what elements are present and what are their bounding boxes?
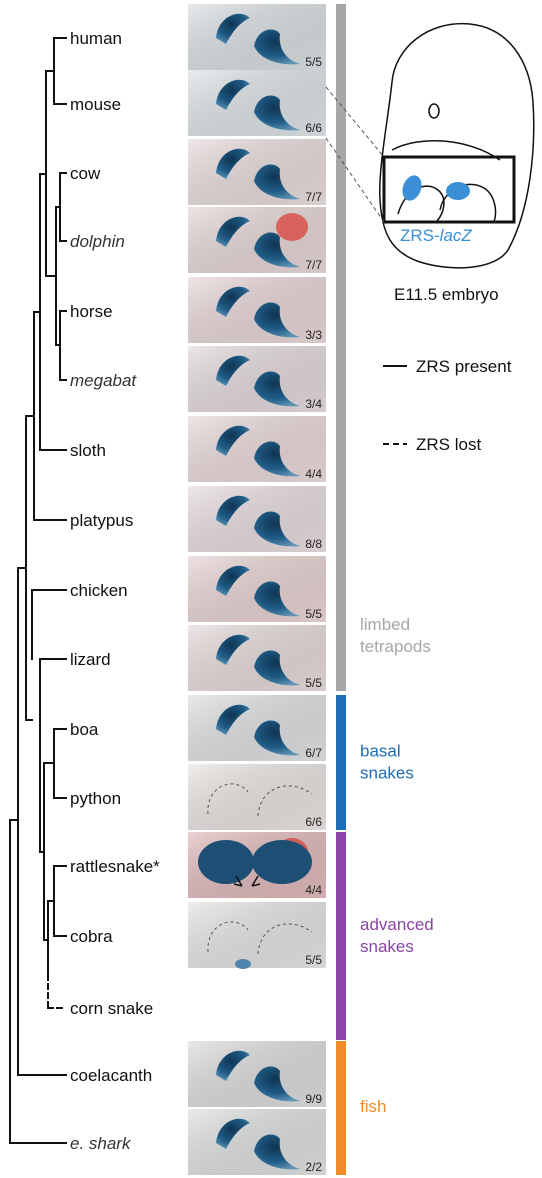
embryo-count-megabat: 3/4 (305, 397, 322, 411)
embryo-count-human: 5/5 (305, 55, 322, 69)
red-tissue-tint (276, 213, 308, 241)
species-label-cow: cow (70, 164, 101, 183)
embryo-count-chicken: 5/5 (305, 607, 322, 621)
photo-panel-e-shark: 2/2 (188, 1109, 326, 1175)
embryo-count-coelacanth: 9/9 (305, 1092, 322, 1106)
tree-branch-human-mouse (54, 38, 66, 104)
zoom-connector-bottom (326, 138, 384, 222)
embryo-count-cobra: 5/5 (305, 953, 322, 967)
embryo-count-sloth: 4/4 (305, 467, 322, 481)
embryo-count-boa: 6/7 (305, 746, 322, 760)
photo-panel-boa: 6/7 (188, 695, 326, 761)
tree-branch-chicken-lizard (32, 590, 66, 659)
limb-stain (235, 959, 251, 969)
embryo-count-rattlesnake: 4/4 (305, 883, 322, 897)
species-label-platypus: platypus (70, 511, 133, 530)
tree-branch-boa-python (54, 729, 66, 798)
clade-bar-1 (336, 695, 346, 830)
legend-lost-label: ZRS lost (416, 435, 481, 454)
photo-panel-rattlesnake: 4/4 (188, 832, 326, 898)
photo-panel-megabat: 3/4 (188, 346, 326, 412)
clade-label-0: limbed (360, 615, 410, 634)
embryo-count-mouse: 6/6 (305, 121, 322, 135)
species-labels: human mouse cow dolphin horse megabat sloth pla… (70, 29, 160, 1153)
hindlimb-stain (446, 182, 470, 200)
clade-label-0: tetrapods (360, 637, 431, 656)
species-label-boa: boa (70, 720, 99, 739)
embryo-count-platypus: 8/8 (305, 537, 322, 551)
species-label-dolphin: dolphin (70, 232, 125, 251)
photo-panel-platypus: 8/8 (188, 486, 326, 552)
species-label-lizard: lizard (70, 650, 111, 669)
tree-branch-amniotes (26, 416, 34, 720)
species-label-e-shark: e. shark (70, 1134, 132, 1153)
embryo-count-horse: 3/3 (305, 328, 322, 342)
embryo-count-cow: 7/7 (305, 190, 322, 204)
photo-panel-chicken: 5/5 (188, 556, 326, 622)
embryo-inset: ZRS-lacZ E11.5 embryo (326, 24, 534, 304)
legend-present-label: ZRS present (416, 357, 512, 376)
species-label-chicken: chicken (70, 581, 128, 600)
clade-label-1: snakes (360, 764, 414, 783)
embryo-photos: 5/5 6/6 7/7 7/7 3/3 3/4 4/4 8/8 5/5 5/5 6/7 6/6 4/4 5… (188, 4, 326, 1175)
tree-branch-rattlesnake-cobra (54, 866, 66, 936)
species-label-python: python (70, 789, 121, 808)
legend: ZRS present ZRS lost (383, 357, 512, 454)
clade-label-1: basal (360, 742, 401, 761)
embryo-eye (429, 104, 439, 118)
embryo-stage-caption: E11.5 embryo (394, 285, 499, 304)
species-label-rattlesnake: rattlesnake* (70, 857, 160, 876)
phylogenetic-tree (10, 38, 66, 1143)
photo-panel-horse: 3/3 (188, 277, 326, 343)
species-label-coelacanth: coelacanth (70, 1066, 152, 1085)
species-label-corn-snake: corn snake (70, 999, 153, 1018)
photo-panel-sloth: 4/4 (188, 416, 326, 482)
photo-panel-mouse: 6/6 (188, 70, 326, 136)
tree-branch-platypus (34, 312, 66, 520)
embryo-count-lizard: 5/5 (305, 676, 322, 690)
species-label-cobra: cobra (70, 927, 113, 946)
species-label-horse: horse (70, 302, 113, 321)
photo-panel-cobra: 5/5 (188, 902, 326, 969)
clade-label-2: advanced (360, 915, 434, 934)
embryo-count-python: 6/6 (305, 815, 322, 829)
species-label-human: human (70, 29, 122, 48)
clade-bar-0 (336, 4, 346, 691)
photo-panel-coelacanth: 9/9 (188, 1041, 326, 1107)
zoom-connector-top (326, 87, 384, 157)
clade-label-3: fish (360, 1097, 386, 1116)
photo-panel-python: 6/6 (188, 764, 326, 830)
clade-bar-2 (336, 832, 346, 1040)
forelimb-stain (399, 173, 425, 204)
species-label-mouse: mouse (70, 95, 121, 114)
construct-label: ZRS-lacZ (400, 226, 472, 245)
embryo-count-e-shark: 2/2 (305, 1160, 322, 1174)
limb-stain (198, 840, 254, 884)
clade-label-2: snakes (360, 937, 414, 956)
limb-stain (252, 840, 312, 884)
photo-panel-human: 5/5 (188, 4, 326, 70)
photo-panel-lizard: 5/5 (188, 625, 326, 691)
species-label-sloth: sloth (70, 441, 106, 460)
photo-panel-cow: 7/7 (188, 139, 326, 205)
clade-bar-3 (336, 1041, 346, 1175)
embryo-count-dolphin: 7/7 (305, 258, 322, 272)
photo-panel-dolphin: 7/7 (188, 207, 326, 273)
species-label-megabat: megabat (70, 371, 137, 390)
